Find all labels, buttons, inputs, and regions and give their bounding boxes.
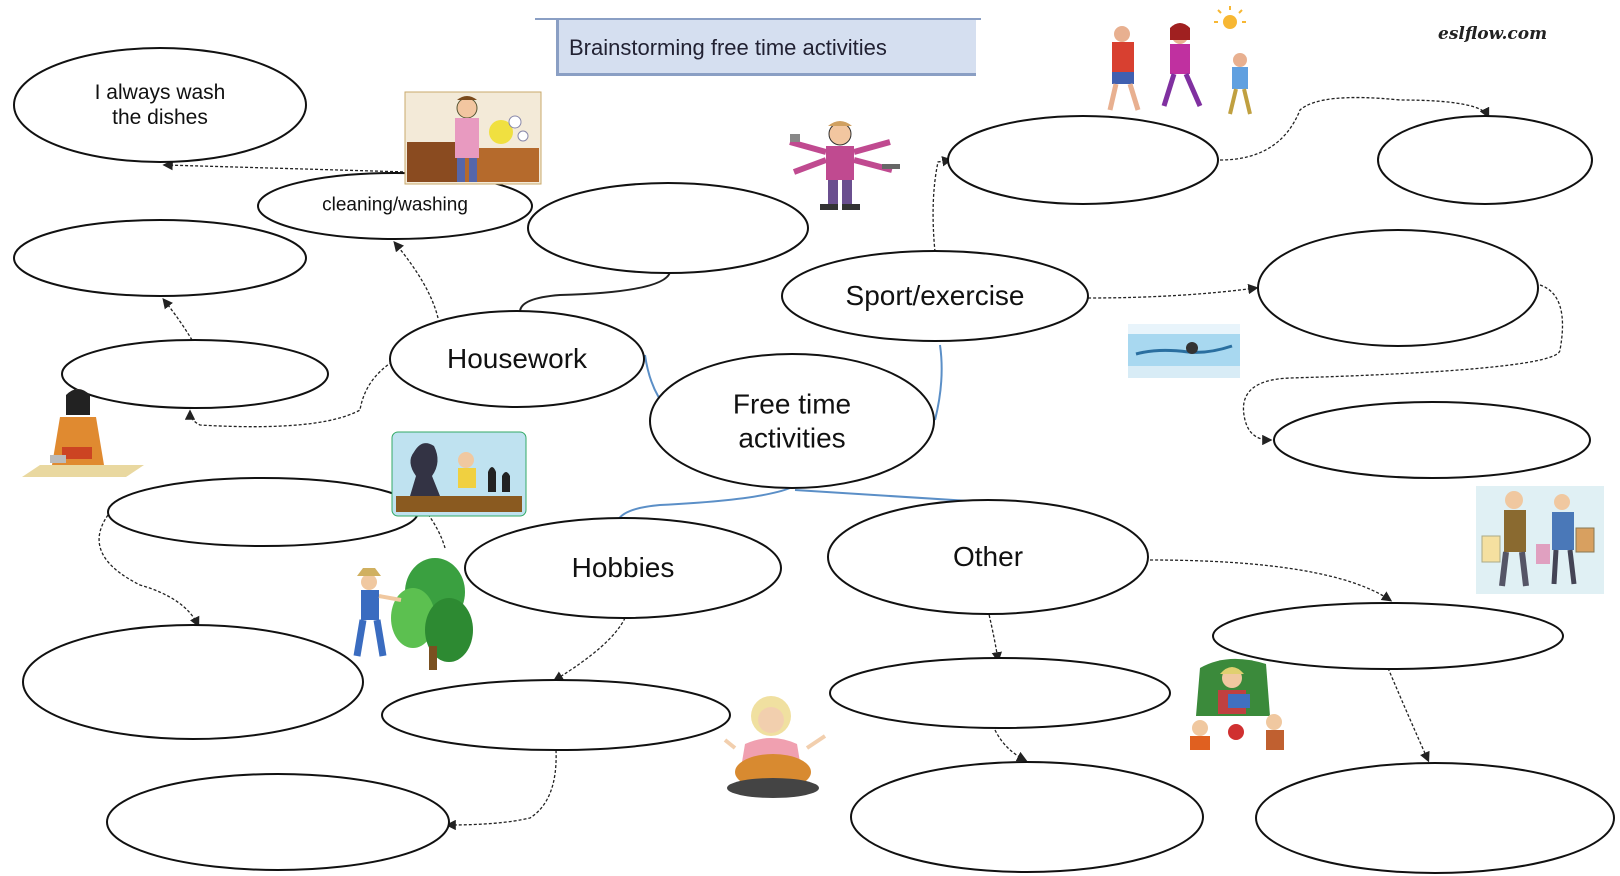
runners-icon	[1107, 6, 1252, 115]
arrow-housework-to-cleaning	[393, 241, 439, 319]
arrow-right-down	[1242, 284, 1564, 446]
arrow-sport-to-right	[1087, 283, 1259, 299]
ellipse-empty-bottom-left-2	[106, 773, 450, 871]
woman-ironing-icon	[22, 389, 144, 477]
swimmer-icon	[1128, 324, 1240, 378]
arrow-cleaning-to-dishes	[162, 160, 409, 173]
label-center-line2: activities	[738, 422, 846, 453]
ellipse-empty-left-1	[13, 219, 307, 297]
arrow-other-down	[987, 609, 1002, 663]
page-title: Brainstorming free time activities	[569, 35, 887, 60]
ellipse-dishes	[13, 47, 307, 163]
arrow-other-ellipse-down	[994, 729, 1028, 762]
label-sport: Sport/exercise	[845, 280, 1025, 312]
ellipse-empty-bottom-left-1	[22, 624, 364, 740]
arrow-left-up	[162, 297, 193, 341]
cooking-woman-icon	[723, 696, 827, 798]
ellipse-empty-bottom-mid-2	[829, 657, 1171, 729]
label-hobbies: Hobbies	[571, 552, 675, 584]
label-other: Other	[952, 541, 1024, 573]
arrow-top-to-right	[1219, 96, 1490, 161]
label-center: Free time activities	[733, 387, 851, 454]
ellipse-empty-bottom-right-1	[1212, 602, 1564, 670]
ellipse-empty-left-2	[61, 339, 329, 409]
ellipse-sport	[781, 250, 1089, 342]
ellipse-empty-mid-left	[107, 477, 419, 547]
shopping-family-icon	[1476, 486, 1604, 594]
connector-housework-top	[519, 271, 671, 313]
ellipse-empty-top-right-2	[1377, 115, 1593, 205]
ellipses	[13, 47, 1615, 874]
title-box: Brainstorming free time activities	[535, 18, 981, 76]
ellipse-housework	[389, 310, 645, 408]
ellipse-cleaning	[257, 172, 533, 240]
dashed-connectors	[98, 96, 1564, 831]
connector-center-sport	[934, 344, 943, 421]
ellipse-empty-bottom-mid-3	[850, 761, 1204, 873]
ellipse-hobbies	[464, 517, 782, 619]
connector-center-hobbies	[617, 487, 791, 521]
ellipse-empty-top-mid	[527, 182, 809, 274]
ellipse-empty-bottom-mid-1	[381, 679, 731, 751]
label-cleaning: cleaning/washing	[322, 194, 468, 216]
ellipse-center	[649, 353, 935, 489]
arrow-other-to-right	[1149, 559, 1393, 602]
arrow-hobbies-ellipse-down	[445, 749, 557, 831]
label-dishes: I always wash the dishes	[95, 80, 226, 130]
gardener-icon	[353, 558, 473, 670]
label-housework: Housework	[446, 343, 588, 375]
ellipse-empty-right-2	[1273, 401, 1591, 479]
arrow-right-ellipse-down	[1387, 667, 1430, 763]
ellipse-empty-top-right-1	[947, 115, 1219, 205]
label-dishes-line2: the dishes	[112, 106, 208, 129]
ellipse-other	[827, 499, 1149, 615]
label-center-line1: Free time	[732, 388, 852, 420]
arrow-left-bottom	[98, 514, 200, 628]
watermark: eslflow.com	[1438, 24, 1548, 44]
reading-grandmother-icon	[1190, 658, 1284, 750]
chess-players-icon	[391, 431, 527, 517]
arrow-housework-to-left	[184, 361, 393, 428]
man-washing-dishes-icon	[404, 91, 542, 185]
arrow-sport-to-top	[932, 156, 953, 253]
label-dishes-line1: I always wash	[94, 80, 226, 104]
ellipse-empty-bottom-right-2	[1255, 762, 1615, 874]
multitasking-person-icon	[789, 121, 900, 210]
arrow-hobbies-down	[552, 617, 626, 682]
ellipse-empty-right-1	[1257, 229, 1539, 347]
